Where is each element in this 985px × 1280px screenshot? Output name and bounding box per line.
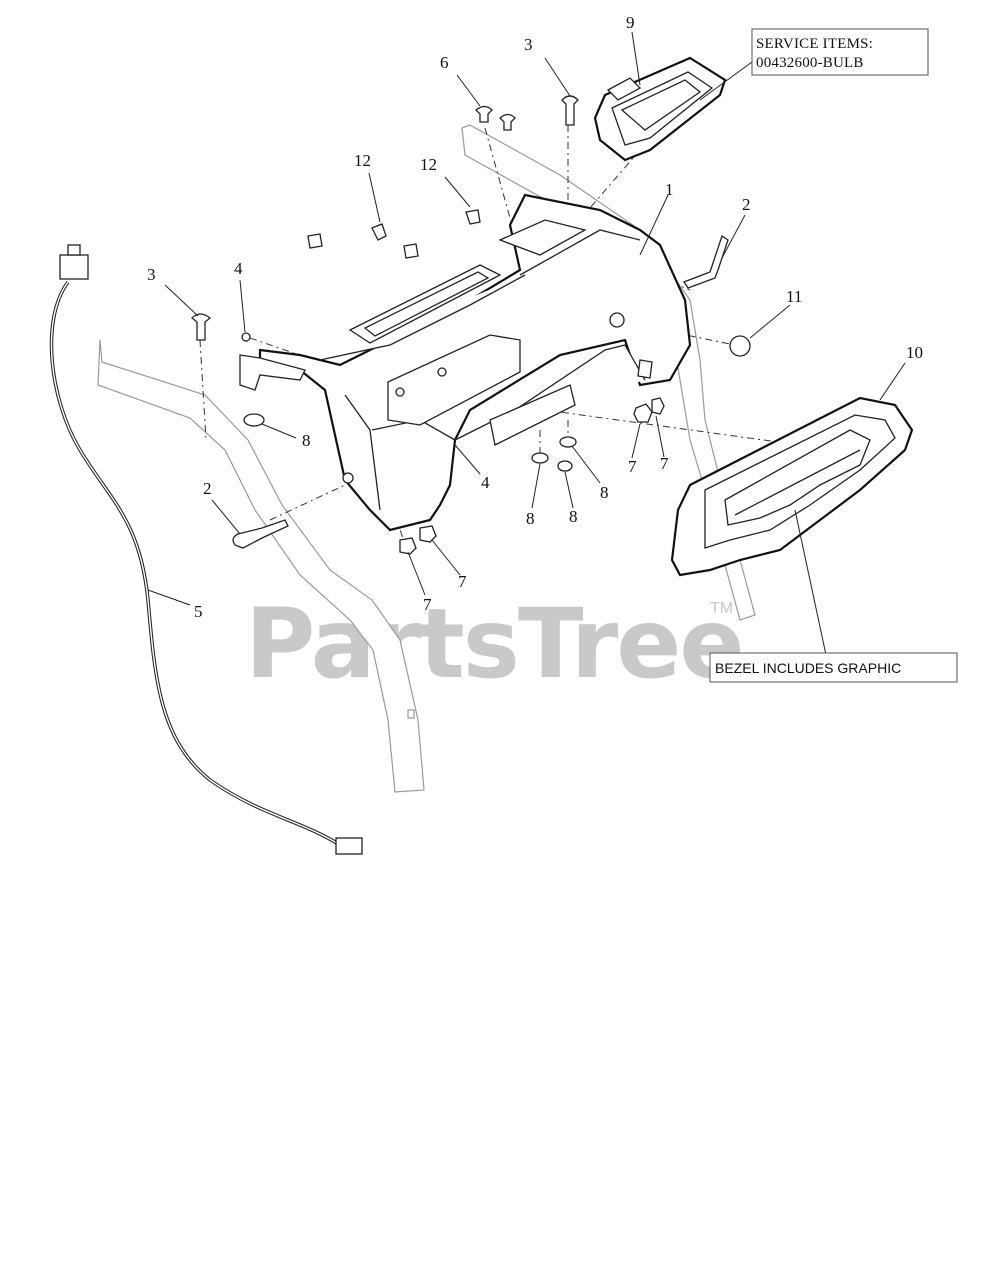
callout-2-top: 2 <box>742 195 751 214</box>
hex-nut <box>651 397 665 415</box>
mounting-plate-part <box>387 334 576 446</box>
small-screw <box>241 332 251 342</box>
callout-4-bottom: 4 <box>481 473 490 492</box>
callout-8-left: 8 <box>302 431 311 450</box>
hex-nut <box>419 525 437 543</box>
wire-harness-part <box>49 244 363 855</box>
callout-7-b: 7 <box>660 454 669 473</box>
callout-8-d: 8 <box>569 507 578 526</box>
flange-nut <box>531 452 549 464</box>
hex-screw-a <box>371 223 387 241</box>
hex-nut <box>633 403 653 423</box>
hex-screw-d <box>307 233 323 249</box>
hex-screw-b <box>465 209 481 225</box>
tube-hole <box>407 709 415 719</box>
callout-2-left: 2 <box>203 479 212 498</box>
service-items-part: 00432600-BULB <box>756 55 864 71</box>
housing-bracket <box>239 354 306 391</box>
callout-3-top: 3 <box>524 35 533 54</box>
callout-4-left: 4 <box>234 259 243 278</box>
bezel-note: BEZEL INCLUDES GRAPHIC <box>709 652 958 683</box>
service-items-note: SERVICE ITEMS: 00432600-BULB <box>751 28 929 76</box>
callout-8-b: 8 <box>600 483 609 502</box>
housing-control-opening <box>498 219 587 256</box>
callout-9: 9 <box>626 13 635 32</box>
watermark-text: PartsTree <box>245 588 742 700</box>
shoulder-bolt-right <box>683 234 729 289</box>
plug-cap <box>729 335 751 357</box>
callout-7-d: 7 <box>423 595 432 614</box>
callout-11: 11 <box>786 287 802 306</box>
hex-screw-c <box>403 243 419 259</box>
housing-hole <box>609 312 625 328</box>
harness-connector-top <box>59 254 89 280</box>
flange-nut <box>243 413 265 427</box>
callout-12-left: 12 <box>354 151 371 170</box>
callout-3-left: 3 <box>147 265 156 284</box>
callout-7-a: 7 <box>628 457 637 476</box>
callout-7-c: 7 <box>458 572 467 591</box>
bezel-note-text: BEZEL INCLUDES GRAPHIC <box>715 660 901 676</box>
callout-10: 10 <box>906 343 923 362</box>
callout-6: 6 <box>440 53 449 72</box>
bezel-part <box>670 396 914 577</box>
watermark: PartsTree TM <box>245 588 744 700</box>
harness-connector-bottom <box>335 837 363 855</box>
flange-nut <box>557 460 573 472</box>
hex-nut <box>399 537 417 555</box>
carriage-bolt-top <box>561 95 579 126</box>
fasteners <box>191 95 751 555</box>
housing-hole <box>342 472 354 484</box>
truss-screw-a <box>475 105 493 123</box>
handle-tube-left <box>97 339 425 793</box>
callout-5: 5 <box>194 602 203 621</box>
carriage-bolt-left <box>191 313 212 341</box>
light-lens-part <box>593 56 727 162</box>
callout-12-right: 12 <box>420 155 437 174</box>
flange-nut <box>559 436 577 448</box>
callout-8-c: 8 <box>526 509 535 528</box>
watermark-trademark: TM <box>710 600 733 617</box>
service-items-title: SERVICE ITEMS: <box>756 36 873 52</box>
housing-slot <box>637 359 653 379</box>
leader-lines <box>147 31 906 656</box>
truss-screw-b <box>499 113 516 131</box>
shoulder-bolt-left <box>232 519 289 549</box>
callout-numbers: 9 3 6 12 12 1 2 11 10 3 4 8 4 7 7 8 8 8 … <box>147 13 923 621</box>
callout-1: 1 <box>665 180 674 199</box>
